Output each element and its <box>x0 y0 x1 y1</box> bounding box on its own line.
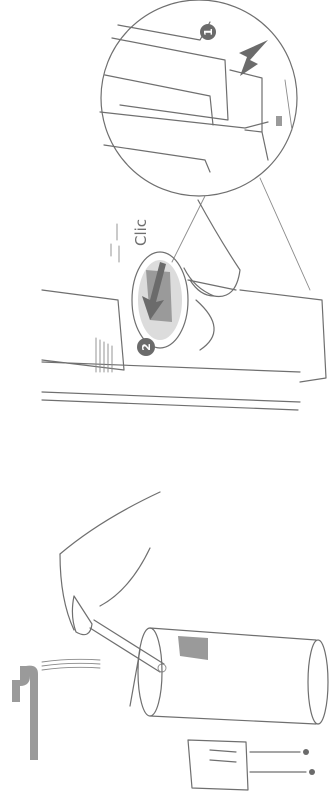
clic-sound: Clic <box>111 219 150 262</box>
step-2-badge: 2 <box>137 338 155 356</box>
cyclone-part <box>188 740 315 790</box>
arrow-1-icon <box>239 40 268 76</box>
bottom-figure <box>12 492 328 790</box>
tap-icon <box>12 659 100 760</box>
step-1-badge: 1 <box>200 24 216 40</box>
step-1-label: 1 <box>202 28 215 36</box>
dust-bin <box>130 628 328 724</box>
step-2-label: 2 <box>140 343 153 351</box>
top-figure: 1 Clic <box>42 0 326 410</box>
clic-label: Clic <box>132 219 150 246</box>
